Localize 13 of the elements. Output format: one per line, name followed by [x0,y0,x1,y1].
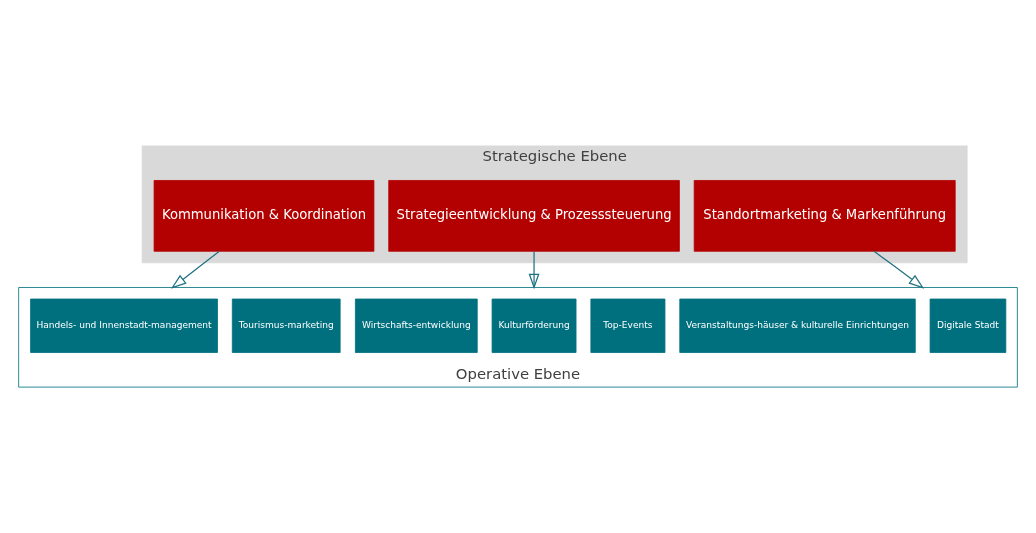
node-box: Wirtschafts-entwicklung [354,298,478,353]
arrow [873,250,925,289]
node-box: Kulturförderung [491,298,577,353]
node-box: Tourismus-marketing [231,298,341,353]
node-box: Kommunikation & Koordination [153,180,375,252]
node-box: Handels- und Innenstadt-management [30,298,218,353]
arrow [170,250,220,289]
node-box: Top-Events [590,298,666,353]
arrow [528,250,540,290]
node-box: Strategieentwicklung & Prozesssteuerung [388,180,680,252]
node-box: Veranstaltungs-häuser & kulturelle Einrichtungen [679,298,916,353]
node-box: Digitale Stadt [929,298,1007,353]
node-box: Standortmarketing & Markenführung [693,180,956,252]
